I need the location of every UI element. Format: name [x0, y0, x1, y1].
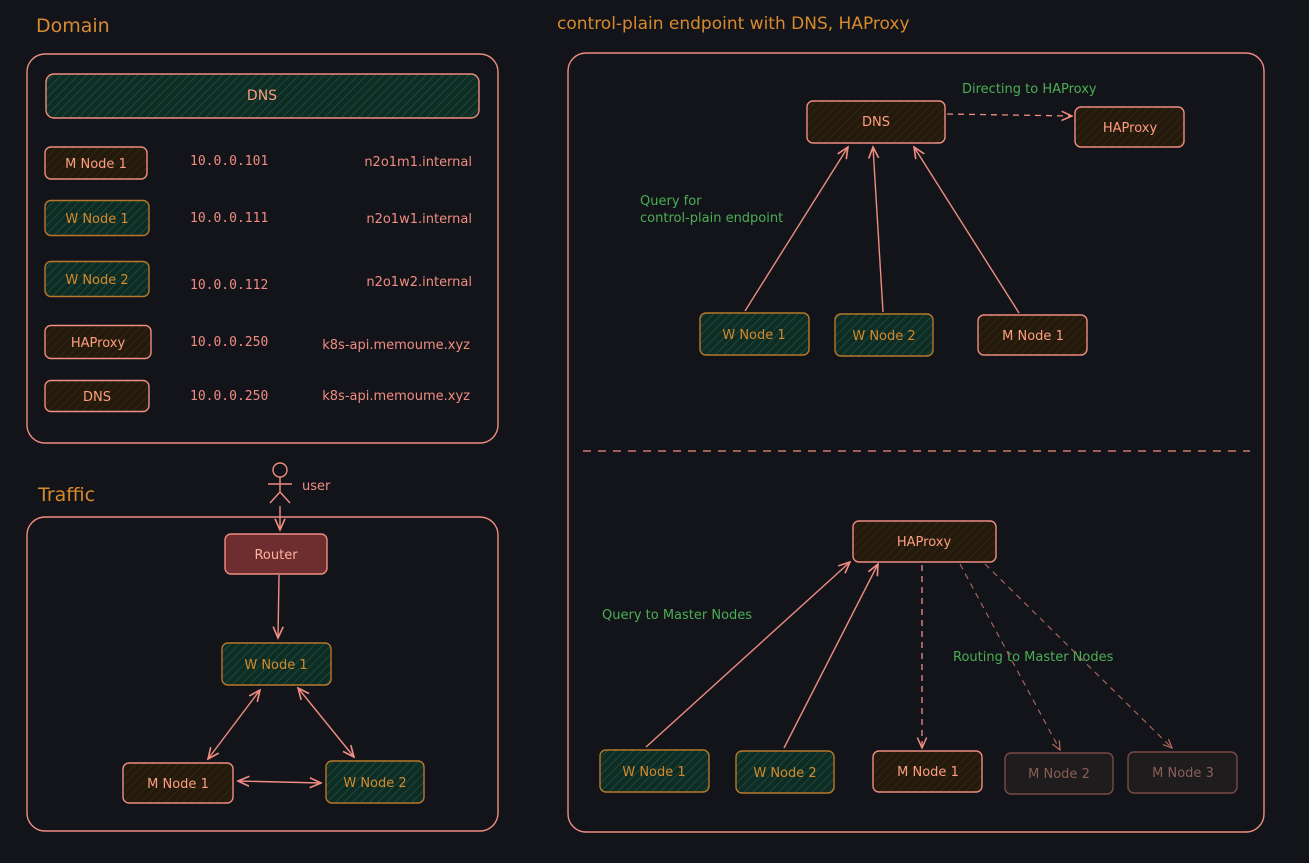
- control-plane-heading: control-plain endpoint with DNS, HAProxy: [557, 14, 910, 34]
- traffic-w-node-2: W Node 2: [325, 760, 425, 804]
- cp-bottom-haproxy: HAProxy: [852, 520, 997, 563]
- cp-bottom-w-node-2: W Node 2: [735, 750, 835, 794]
- domain-node-label: W Node 1: [65, 212, 128, 227]
- domain-heading: Domain: [36, 15, 110, 37]
- domain-row: W Node 1 10.0.0.111 n2o1w1.internal: [44, 199, 472, 237]
- domain-hostname: n2o1m1.internal: [364, 155, 472, 170]
- cp-bottom-m-node-1-label: M Node 1: [897, 765, 959, 780]
- domain-ip: 10.0.0.101: [190, 154, 268, 169]
- traffic-heading: Traffic: [37, 484, 95, 506]
- control-plane-frame: [567, 52, 1265, 833]
- domain-node-label: DNS: [83, 390, 111, 405]
- cp-top-haproxy-label: HAProxy: [1103, 121, 1158, 136]
- mnode1-wnode2-arrow: [238, 781, 321, 783]
- domain-hostname: k8s-api.memoume.xyz: [322, 338, 470, 353]
- traffic-router-label: Router: [254, 548, 298, 563]
- domain-dns-bar: DNS: [45, 73, 480, 119]
- cp-bottom-haproxy-label: HAProxy: [897, 535, 952, 550]
- cp-bottom-m-node-2: M Node 2: [1004, 752, 1114, 795]
- cp-bottom-m-node-2-label: M Node 2: [1028, 767, 1090, 782]
- cp-top-w-node-2-label: W Node 2: [852, 329, 915, 344]
- wnode1-wnode2-arrow: [298, 688, 354, 757]
- cp-bottom-m-node-1: M Node 1: [872, 750, 983, 793]
- domain-node-box: [44, 199, 150, 237]
- cp-bottom-w-node-1: W Node 1: [599, 749, 710, 793]
- traffic-w-node-1: W Node 1: [221, 642, 332, 686]
- dns-to-haproxy-arrow: [946, 114, 1072, 116]
- cp-bottom-m-node-3: M Node 3: [1127, 751, 1238, 794]
- cp-top-m-node-1-label: M Node 1: [1002, 329, 1064, 344]
- domain-node-label: W Node 2: [65, 273, 128, 288]
- cp-bottom-w-node-1-label: W Node 1: [622, 765, 685, 780]
- cp-top-w-node-1-label: W Node 1: [722, 328, 785, 343]
- wnode2-to-dns-arrow: [873, 147, 884, 313]
- traffic-w-node-1-label: W Node 1: [244, 658, 307, 673]
- user-label: user: [302, 479, 331, 494]
- query-note-line1: Query for: [640, 194, 702, 209]
- directing-note: Directing to HAProxy: [962, 82, 1097, 97]
- cp-top-dns-label: DNS: [862, 115, 890, 130]
- domain-node-label: HAProxy: [71, 336, 126, 351]
- domain-row: DNS 10.0.0.250 k8s-api.memoume.xyz: [44, 379, 470, 413]
- traffic-frame: [26, 516, 499, 832]
- traffic-m-node-1: M Node 1: [122, 762, 234, 804]
- cp-bottom-m-node-3-label: M Node 3: [1152, 766, 1214, 781]
- domain-node-box: [44, 146, 148, 180]
- domain-row: M Node 1 10.0.0.101 n2o1m1.internal: [44, 146, 472, 180]
- domain-ip: 10.0.0.111: [190, 211, 268, 226]
- bottom-wnode2-to-haproxy-arrow: [783, 564, 878, 749]
- domain-ip: 10.0.0.250: [190, 389, 268, 404]
- wnode1-to-dns-arrow: [744, 147, 848, 312]
- wnode1-mnode1-arrow: [208, 690, 260, 759]
- routing-master-note: Routing to Master Nodes: [953, 650, 1114, 665]
- haproxy-to-mnode2-arrow: [959, 563, 1060, 750]
- query-master-note: Query to Master Nodes: [602, 608, 752, 623]
- domain-ip: 10.0.0.112: [190, 278, 268, 293]
- cp-top-m-node-1: M Node 1: [977, 314, 1088, 356]
- domain-hostname: n2o1w2.internal: [366, 275, 472, 290]
- domain-frame: [26, 53, 499, 444]
- domain-node-box: [44, 260, 150, 298]
- domain-node-box: [44, 379, 150, 413]
- bottom-wnode1-to-haproxy-arrow: [645, 562, 850, 748]
- domain-ip: 10.0.0.250: [190, 335, 268, 350]
- domain-hostname: k8s-api.memoume.xyz: [322, 389, 470, 404]
- cp-top-w-node-2: W Node 2: [834, 313, 934, 357]
- domain-row: W Node 2 10.0.0.112 n2o1w2.internal: [44, 260, 472, 298]
- domain-hostname: n2o1w1.internal: [366, 212, 472, 227]
- traffic-w-node-2-label: W Node 2: [343, 776, 406, 791]
- user-icon: [268, 462, 292, 504]
- mnode1-to-dns-arrow: [914, 147, 1020, 314]
- cp-top-w-node-1: W Node 1: [699, 312, 810, 356]
- domain-row: HAProxy 10.0.0.250 k8s-api.memoume.xyz: [44, 324, 470, 360]
- cp-top-haproxy: HAProxy: [1074, 106, 1185, 148]
- domain-rows: M Node 1 10.0.0.101 n2o1m1.internal W Node …: [44, 146, 472, 413]
- domain-node-box: [44, 324, 152, 360]
- traffic-m-node-1-label: M Node 1: [147, 777, 209, 792]
- cp-bottom-w-node-2-label: W Node 2: [753, 766, 816, 781]
- domain-node-label: M Node 1: [65, 157, 127, 172]
- query-note-line2: control-plain endpoint: [640, 211, 783, 226]
- domain-dns-bar-label: DNS: [247, 88, 277, 104]
- cp-top-dns: DNS: [806, 100, 946, 144]
- traffic-router: Router: [224, 533, 328, 575]
- router-to-wnode1-arrow: [278, 574, 279, 638]
